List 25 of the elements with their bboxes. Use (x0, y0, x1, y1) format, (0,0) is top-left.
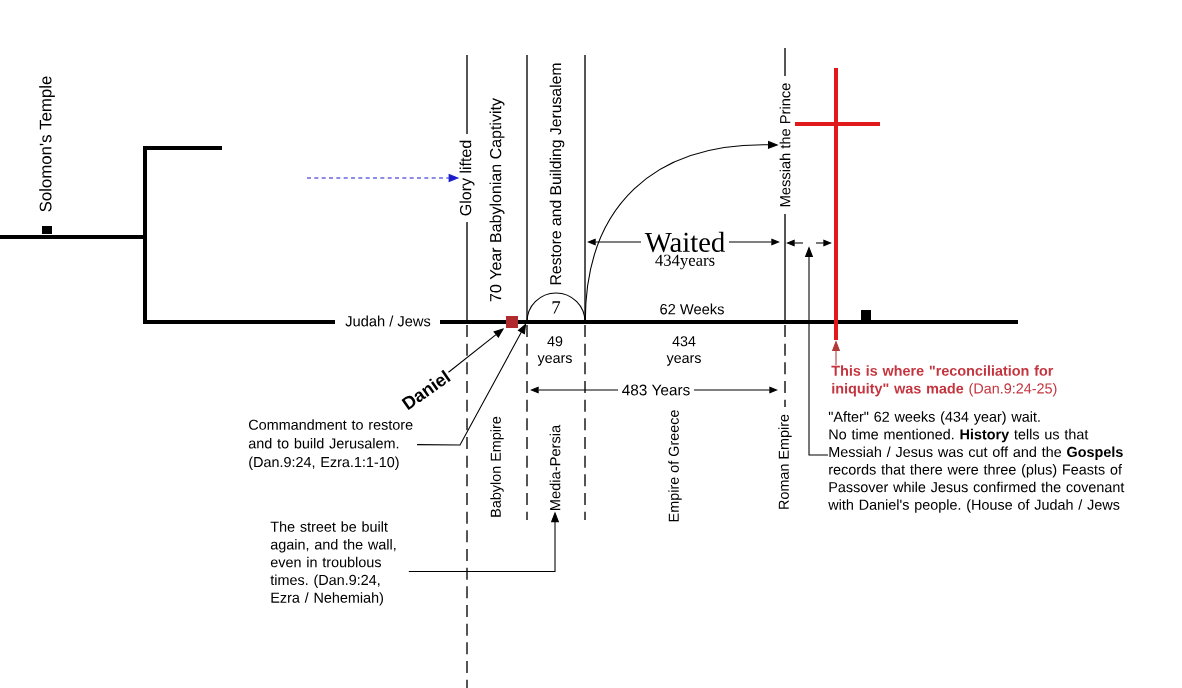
vertical-label: Solomon's Temple (39, 76, 55, 212)
label: 62 Weeks (660, 303, 724, 315)
vertical-label: Roman Empire (778, 414, 792, 509)
label: Judah / Jews (345, 315, 431, 327)
label: 483 Years (622, 384, 690, 396)
annotation-text: The street be built again, and the wall, even in troublous times. (Dan.9:24, Ezra / Nehemiah) (270, 521, 396, 606)
dimension-line (786, 239, 832, 247)
cross (795, 68, 880, 340)
annotation-text: This is where "reconciliation for iniquity" was made (Dan.9:24-25) (831, 365, 1057, 397)
vertical-label: 70 Year Babylonian Captivity (489, 98, 505, 302)
vertical-label: Restore and Building Jerusalem (549, 63, 565, 285)
label: 49 years (537, 336, 572, 366)
vertical-label: Messiah the Prince (779, 83, 791, 207)
label: 434 years (666, 336, 701, 366)
vertical-label: Media-Persia (549, 424, 561, 510)
vertical-label: Babylon Empire (490, 416, 504, 517)
vertical-label: Empire of Greece (668, 410, 682, 522)
heading-text: Waited (644, 231, 725, 253)
leader-line (416, 323, 527, 446)
annotation-text: Commandment to restore and to build Jerusalem. (Dan.9:24, Ezra.1:1-10) (248, 419, 413, 470)
semicircle-label: 7 (526, 292, 586, 323)
annotation-text: "After" 62 weeks (434 year) wait. No time mentioned. History tells us that Messiah / Jesus was cut off and the Gospels records that there were three (plus) Feasts of Passover while Jesus confirmed the covenant with Daniel's people. (House of Judah / Jews (828, 411, 1125, 513)
marker-square (506, 316, 518, 328)
vertical-label: Glory lifted (459, 140, 475, 216)
label: 434years (655, 254, 715, 270)
